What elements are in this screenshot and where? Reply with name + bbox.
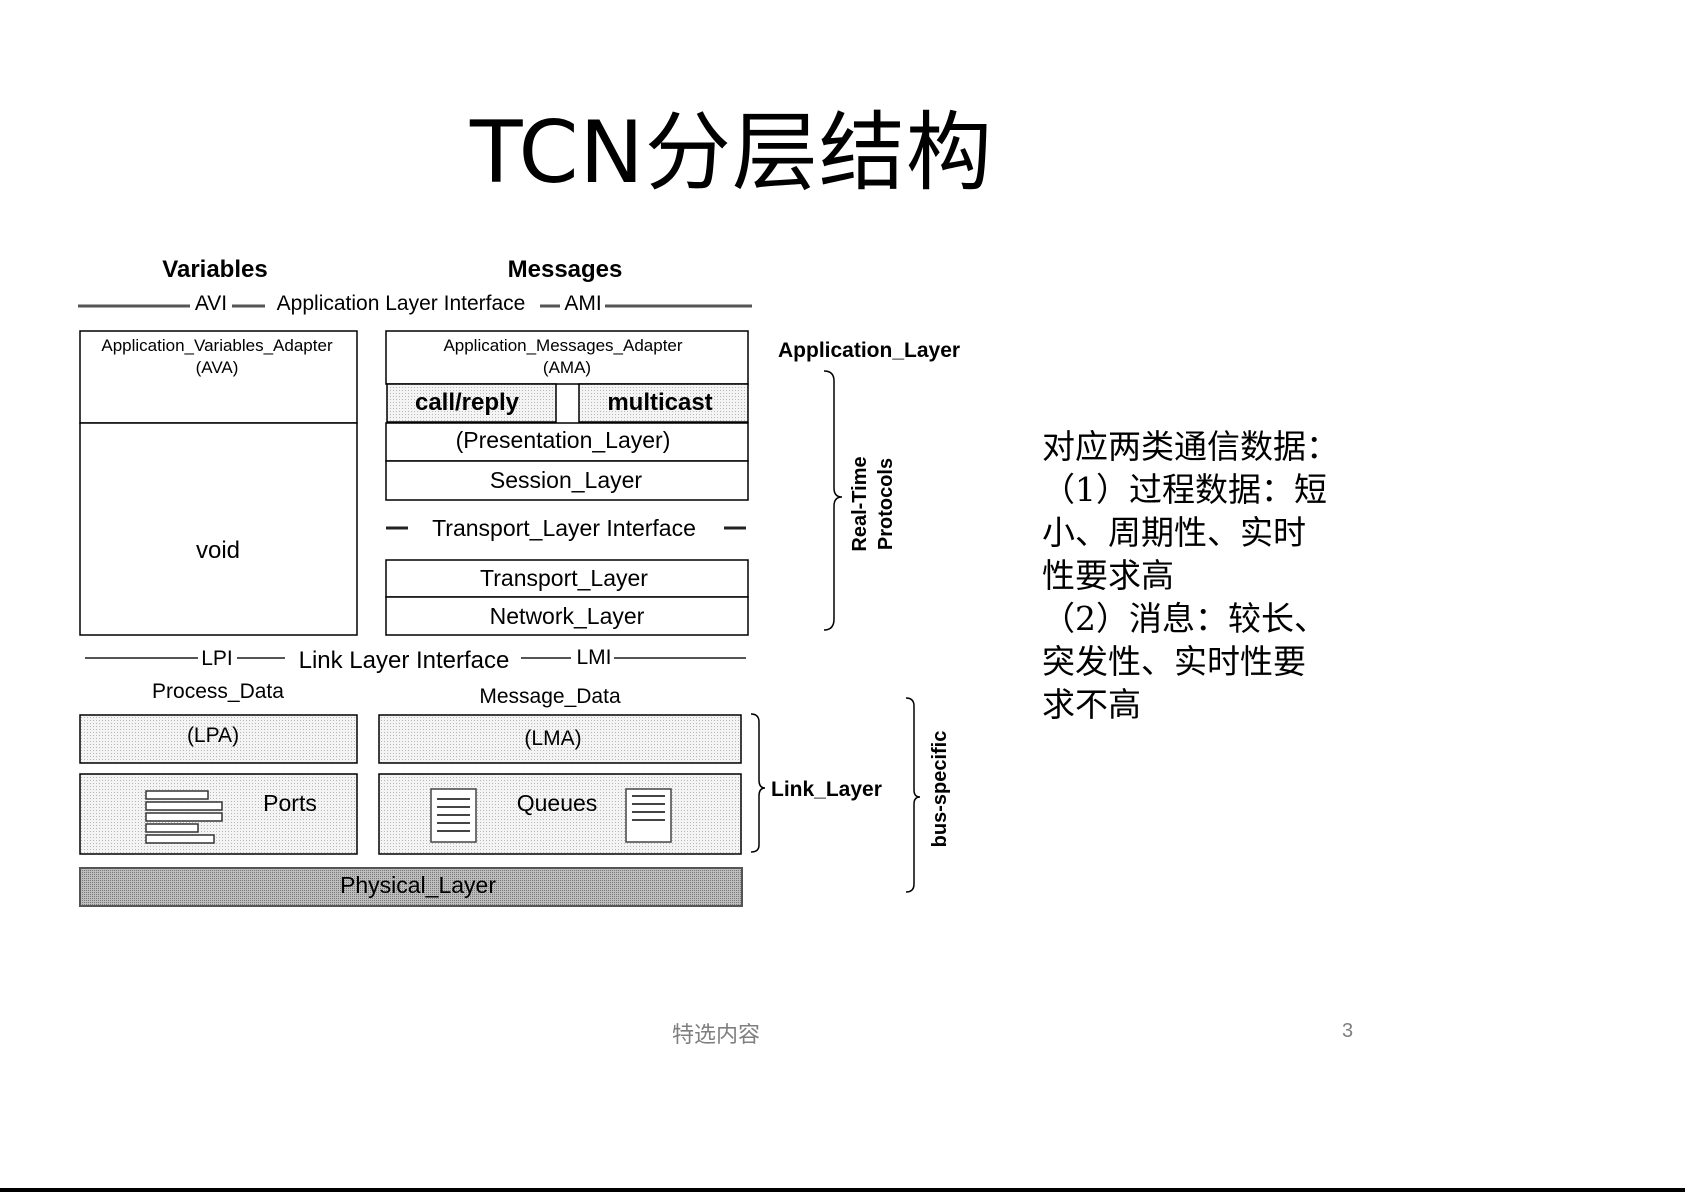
real-time-label: Real-Time <box>849 456 871 551</box>
notes-text: 对应两类通信数据： （1）过程数据：短 小、周期性、实时 性要求高 （2）消息：… <box>1042 425 1372 726</box>
bottom-bar <box>0 1188 1685 1192</box>
lpi-label: LPI <box>201 647 233 670</box>
ama-box <box>385 330 749 385</box>
call-reply-label: call/reply <box>415 389 520 416</box>
ports-box <box>79 773 358 855</box>
multicast-box <box>578 383 749 423</box>
protocols-label: Protocols <box>875 458 897 550</box>
ami-label: AMI <box>564 292 601 315</box>
queues-label: Queues <box>517 790 598 816</box>
notes-line: （1）过程数据：短 <box>1042 470 1327 509</box>
link-layer-interface-label: Link Layer Interface <box>299 647 510 674</box>
bus-specific-bracket <box>905 697 921 893</box>
physical-layer-label: Physical_Layer <box>340 872 496 898</box>
lpa-box <box>79 714 358 764</box>
network-layer-box <box>385 596 749 636</box>
session-layer-box <box>385 460 749 501</box>
ava-abbr: (AVA) <box>196 358 239 377</box>
application-layer-interface-label: Application Layer Interface <box>277 292 526 315</box>
queue-icon-left <box>430 788 477 843</box>
ama-abbr: (AMA) <box>543 358 591 377</box>
page-number: 3 <box>1342 1020 1354 1042</box>
presentation-layer-label: (Presentation_Layer) <box>456 427 671 453</box>
session-layer-label: Session_Layer <box>490 467 642 493</box>
notes-line: 突发性、实时性要 <box>1042 642 1306 681</box>
real-time-protocols-bracket <box>823 370 843 631</box>
message-data-label: Message_Data <box>479 685 621 708</box>
notes-line: 小、周期性、实时 <box>1042 513 1306 552</box>
lma-label: (LMA) <box>524 727 581 750</box>
link-layer-label: Link_Layer <box>771 778 882 801</box>
multicast-label: multicast <box>607 389 712 416</box>
notes-line: 求不高 <box>1042 685 1141 724</box>
lmi-label: LMI <box>576 646 611 669</box>
link-layer-bracket <box>750 713 766 853</box>
avi-label: AVI <box>195 292 227 315</box>
void-label: void <box>196 537 240 564</box>
ama-name: Application_Messages_Adapter <box>443 336 682 355</box>
network-layer-label: Network_Layer <box>490 603 645 629</box>
queue-icon-right <box>625 788 672 843</box>
lpa-label: (LPA) <box>187 724 239 747</box>
ports-label: Ports <box>263 790 317 816</box>
footer-text: 特选内容 <box>672 1023 761 1048</box>
transport-layer-box <box>385 559 749 598</box>
ports-icon <box>145 790 223 844</box>
call-reply-box <box>386 383 557 423</box>
bus-specific-label: bus-specific <box>929 731 951 848</box>
messages-header: Messages <box>508 256 623 283</box>
process-data-label: Process_Data <box>152 680 284 703</box>
void-box <box>79 422 358 636</box>
notes-line: （2）消息：较长、 <box>1042 599 1327 638</box>
lma-box <box>378 714 742 764</box>
variables-header: Variables <box>162 256 267 283</box>
slide-title: TCN分层结构 <box>470 103 993 203</box>
notes-line: 性要求高 <box>1042 556 1174 595</box>
transport-layer-label: Transport_Layer <box>480 565 648 591</box>
physical-layer-box <box>79 867 743 907</box>
presentation-layer-box <box>385 422 749 462</box>
notes-line: 对应两类通信数据： <box>1042 427 1339 466</box>
application-layer-label: Application_Layer <box>778 339 960 362</box>
ava-name: Application_Variables_Adapter <box>101 336 333 355</box>
transport-layer-interface-label: Transport_Layer Interface <box>432 515 696 541</box>
